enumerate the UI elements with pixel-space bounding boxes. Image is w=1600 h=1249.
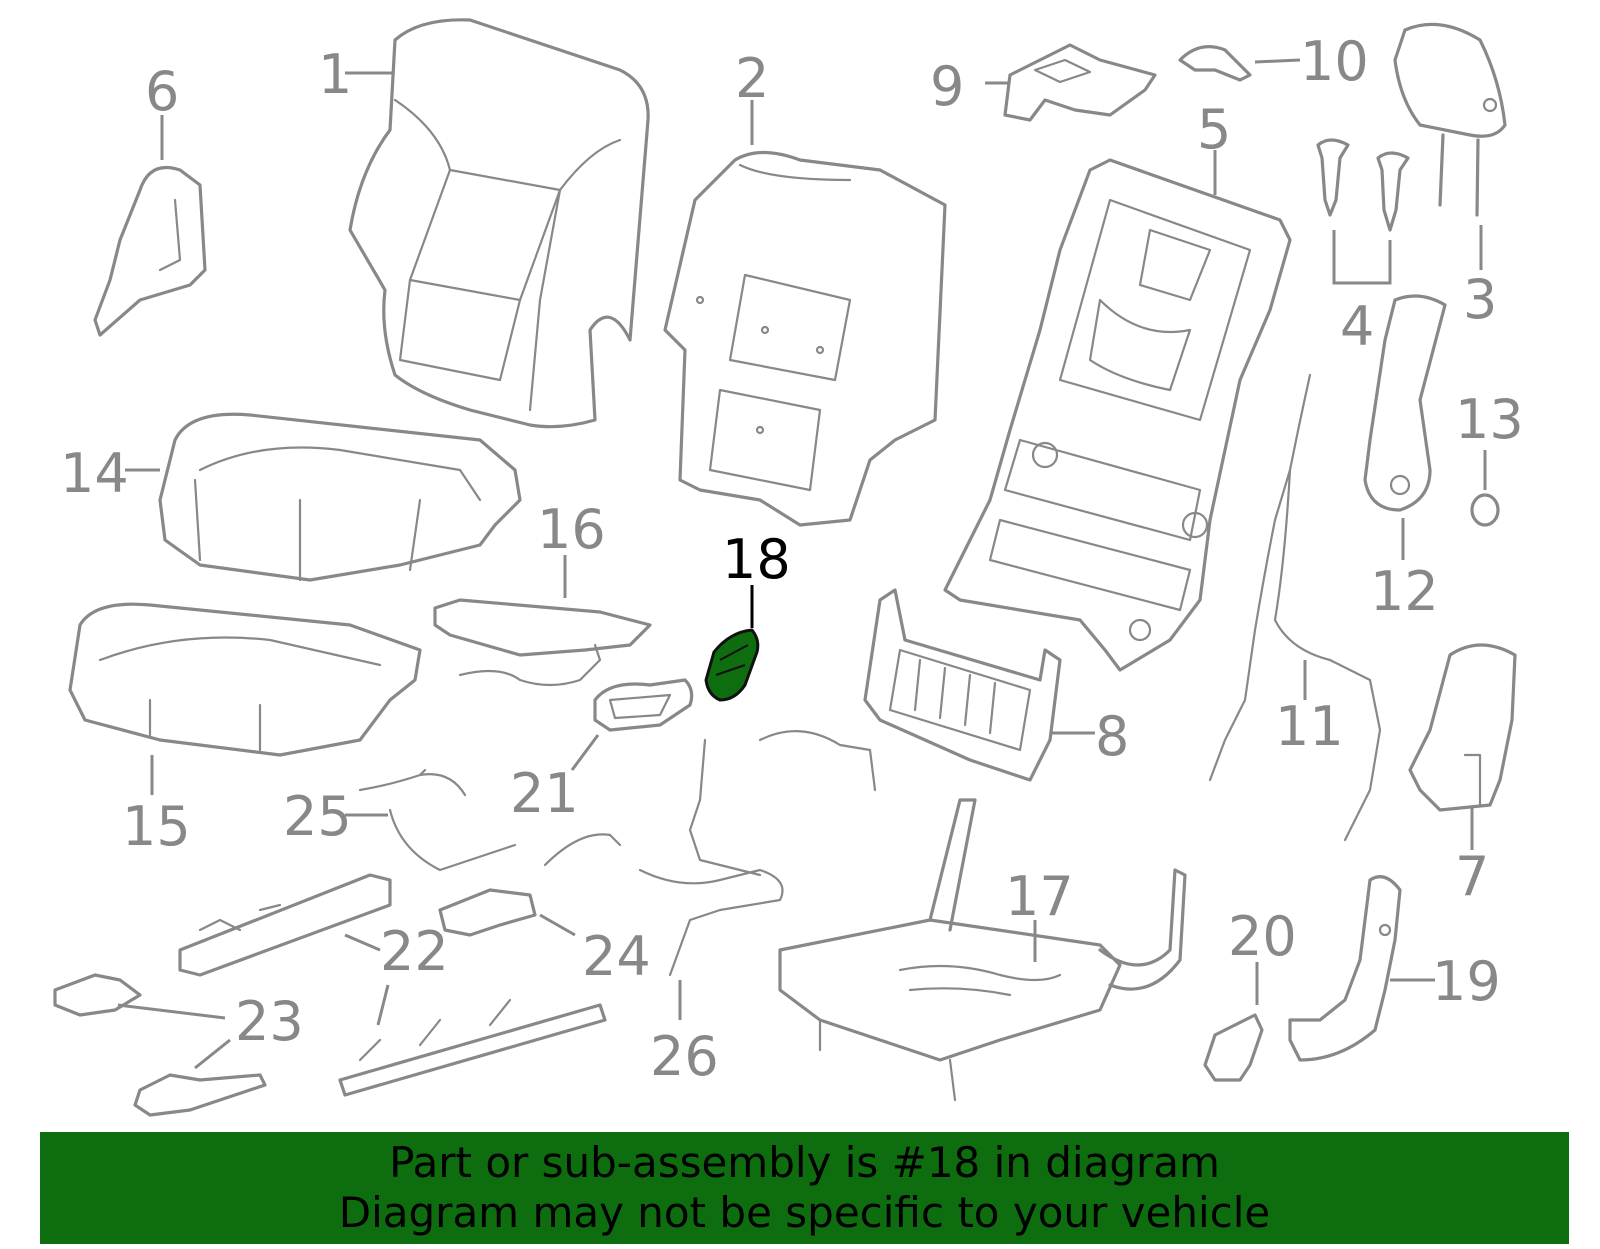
part-17-cushion-frame <box>778 798 1187 1102</box>
part-24-cover <box>438 888 537 937</box>
part-25-wire-harness <box>358 768 517 872</box>
part-20-small-cover <box>1203 1013 1264 1082</box>
callout-16: 16 <box>537 498 606 561</box>
callout-12: 12 <box>1370 560 1439 623</box>
callout-5: 5 <box>1197 98 1231 161</box>
part-1-seatback-cover <box>348 18 650 429</box>
part-11-cable <box>1208 373 1382 842</box>
part-18-switch-highlighted <box>704 628 760 702</box>
callout-21: 21 <box>510 762 579 825</box>
callout-14: 14 <box>60 442 129 505</box>
part-26-cable-assembly <box>543 730 877 977</box>
part-15-cushion-pad <box>68 602 422 757</box>
leader-4 <box>1332 230 1392 285</box>
callout-10: 10 <box>1300 30 1369 93</box>
leader-22b <box>376 984 390 1026</box>
part-3-headrest <box>1393 22 1507 217</box>
part-10-clip <box>1178 45 1252 82</box>
callout-26: 26 <box>650 1025 719 1088</box>
leader-21 <box>570 734 600 771</box>
leader-lines <box>117 58 1487 1070</box>
part-9-handle <box>1003 43 1157 122</box>
part-12-armrest <box>1363 294 1447 512</box>
part-23-track-covers <box>53 973 267 1117</box>
part-7-side-shield <box>1408 643 1517 812</box>
part-19-side-trim <box>1288 875 1402 1062</box>
callout-2: 2 <box>735 47 769 110</box>
callout-9: 9 <box>930 55 964 118</box>
leader-24 <box>539 913 576 937</box>
banner-line-disclaimer: Diagram may not be specific to your vehi… <box>338 1188 1271 1237</box>
callout-3: 3 <box>1463 268 1497 331</box>
part-6-side-cover <box>93 165 207 337</box>
callout-17: 17 <box>1005 865 1074 928</box>
part-21-handle-bezel <box>593 678 694 732</box>
callout-labels: 1 2 3 4 5 6 7 8 9 10 11 12 13 14 15 16 1… <box>60 30 1524 1088</box>
part-16-heater-mat <box>433 598 652 687</box>
part-4-headrest-guides <box>1316 138 1410 232</box>
info-banner: Part or sub-assembly is #18 in diagram D… <box>40 1132 1569 1244</box>
part-2-seatback-panel <box>663 150 947 527</box>
part-14-cushion-cover <box>158 412 522 582</box>
callout-13: 13 <box>1455 388 1524 451</box>
banner-line-part-number: Part or sub-assembly is #18 in diagram <box>389 1138 1220 1187</box>
leader-23 <box>117 1003 226 1020</box>
part-13-cap <box>1470 493 1500 527</box>
callout-18-highlighted: 18 <box>722 528 791 591</box>
leader-10 <box>1254 58 1301 64</box>
callout-15: 15 <box>122 795 191 858</box>
callout-22: 22 <box>380 920 449 983</box>
part-22-seat-tracks <box>178 873 607 1097</box>
callout-7: 7 <box>1455 845 1489 908</box>
callout-6: 6 <box>145 60 179 123</box>
callout-11: 11 <box>1275 695 1344 758</box>
callout-24: 24 <box>582 925 651 988</box>
callout-1: 1 <box>318 43 352 106</box>
callout-23: 23 <box>235 990 304 1053</box>
callout-20: 20 <box>1228 905 1297 968</box>
callout-25: 25 <box>283 785 352 848</box>
part-8-lumbar-plate <box>863 588 1062 782</box>
callout-8: 8 <box>1095 705 1129 768</box>
leader-23b <box>194 1038 231 1070</box>
callout-4: 4 <box>1340 295 1374 358</box>
part-5-seatback-frame <box>943 158 1292 672</box>
leader-22 <box>344 933 381 952</box>
callout-19: 19 <box>1432 950 1501 1013</box>
